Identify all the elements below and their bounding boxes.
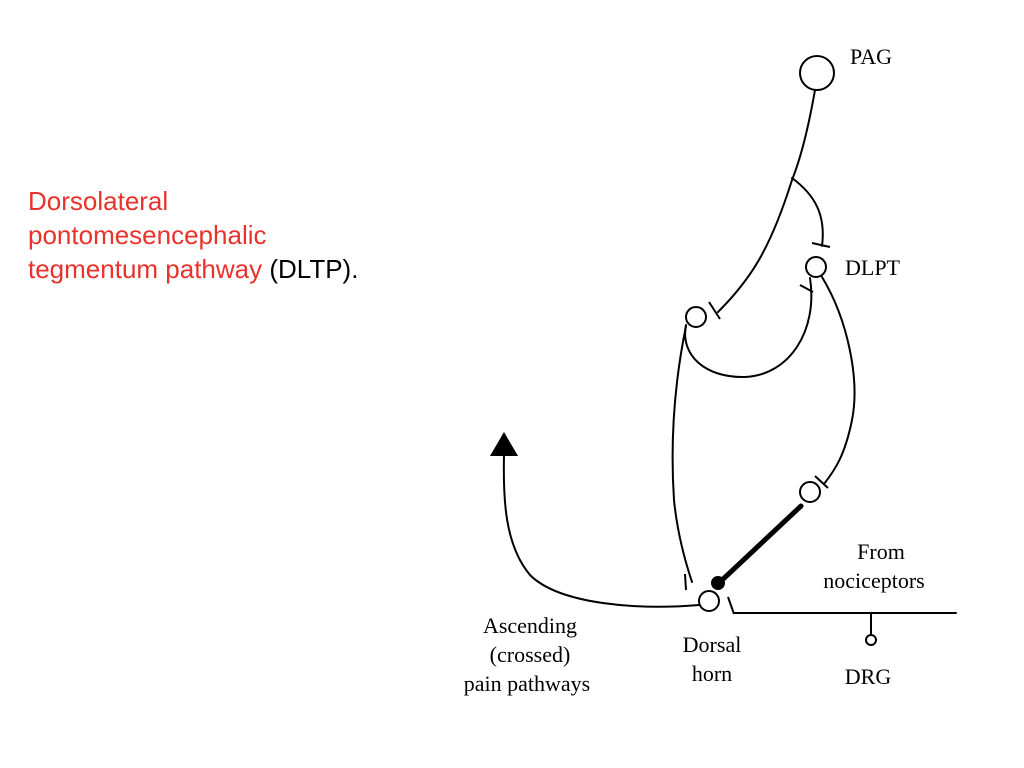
dlpt-loop-axon: [684, 277, 813, 379]
title-line-3: tegmentum pathway (DLTP).: [28, 252, 358, 286]
pag-to-dlpt-branch: [791, 177, 824, 247]
horn-label: horn: [692, 661, 732, 686]
lower-interneuron-thick-axon: [717, 503, 804, 585]
pain-pathways-label: pain pathways: [464, 671, 590, 696]
dorsal-horn-cell: [698, 590, 720, 612]
lower-interneuron-synapse-bar: [814, 475, 829, 489]
nociceptors-label: nociceptors: [823, 568, 924, 593]
title-line-3-black: (DLTP).: [262, 254, 359, 284]
dlpt-synapse-bar-top: [811, 242, 831, 248]
title-line-2: pontomesencephalic: [28, 220, 267, 250]
dorsal-label: Dorsal: [683, 632, 742, 657]
dlpt-label: DLPT: [845, 255, 901, 280]
dorsal-horn-filled-terminal: [711, 576, 725, 590]
dlpt-descending-axon: [821, 276, 856, 485]
from-label: From: [857, 539, 905, 564]
ascending-label: Ascending: [483, 613, 577, 638]
pag-descending-axon: [717, 89, 816, 313]
drg-cell: [865, 634, 877, 646]
dlpt-synapse-bar-bottom: [799, 284, 814, 293]
slide-title: Dorsolateral pontomesencephalic tegmentu…: [28, 184, 358, 286]
ascending-pathway-axon: [502, 454, 700, 608]
pag-label: PAG: [850, 44, 892, 69]
dorsal-horn-left-synapse-bar: [684, 573, 687, 591]
lower-interneuron-cell: [799, 481, 821, 503]
dlpt-cell: [805, 256, 827, 278]
title-line-1: Dorsolateral: [28, 186, 169, 216]
pag-cell: [799, 55, 835, 91]
left-interneuron-axon: [671, 325, 693, 583]
ascending-arrowhead: [490, 432, 518, 456]
crossed-label: (crossed): [490, 642, 571, 667]
dorsal-horn-right-synapse-bar: [727, 596, 735, 615]
left-interneuron-synapse-bar: [708, 301, 721, 320]
drg-label: DRG: [845, 664, 892, 689]
left-interneuron-cell: [685, 306, 707, 328]
title-line-3-red: tegmentum pathway: [28, 254, 263, 284]
